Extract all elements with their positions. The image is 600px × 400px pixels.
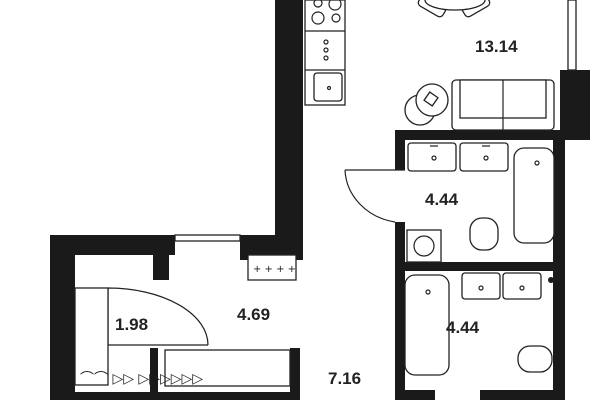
windows — [174, 0, 577, 242]
room-area-wardrobe: 1.98 — [115, 315, 148, 334]
room-area-hallway: 4.69 — [237, 305, 270, 324]
bathroom-1-fixtures — [344, 142, 555, 263]
sofa-icon — [451, 79, 555, 131]
stove-icon — [311, 0, 342, 25]
room-area-corridor: 7.16 — [328, 369, 361, 388]
bathtub-icon — [513, 147, 555, 244]
svg-text:+ + + +: + + + + — [253, 264, 296, 275]
washing-machine-icon — [406, 229, 442, 263]
bathtub-icon — [404, 274, 450, 376]
walls — [50, 0, 590, 400]
hanger-icons: ⌒⌒ ▷▷ ▷▷▷▷▷▷ — [80, 371, 203, 387]
toilet-icon — [517, 345, 553, 373]
radiator-icon — [247, 254, 297, 281]
dining-table-icon — [417, 0, 491, 18]
hallway-fixtures: + + + + ⌒⌒ ▷▷ ▷▷▷▷▷▷ — [74, 254, 297, 387]
room-area-bathroom-2: 4.44 — [446, 318, 480, 337]
room-area-bathroom-1: 4.44 — [425, 190, 459, 209]
bathroom-2-fixtures — [404, 272, 554, 376]
toilet-icon — [469, 217, 499, 251]
room-area-living-kitchen: 13.14 — [475, 37, 518, 56]
coffee-table-icon — [404, 83, 449, 126]
kitchen-counter — [304, 0, 346, 106]
oven-icon — [323, 39, 329, 61]
